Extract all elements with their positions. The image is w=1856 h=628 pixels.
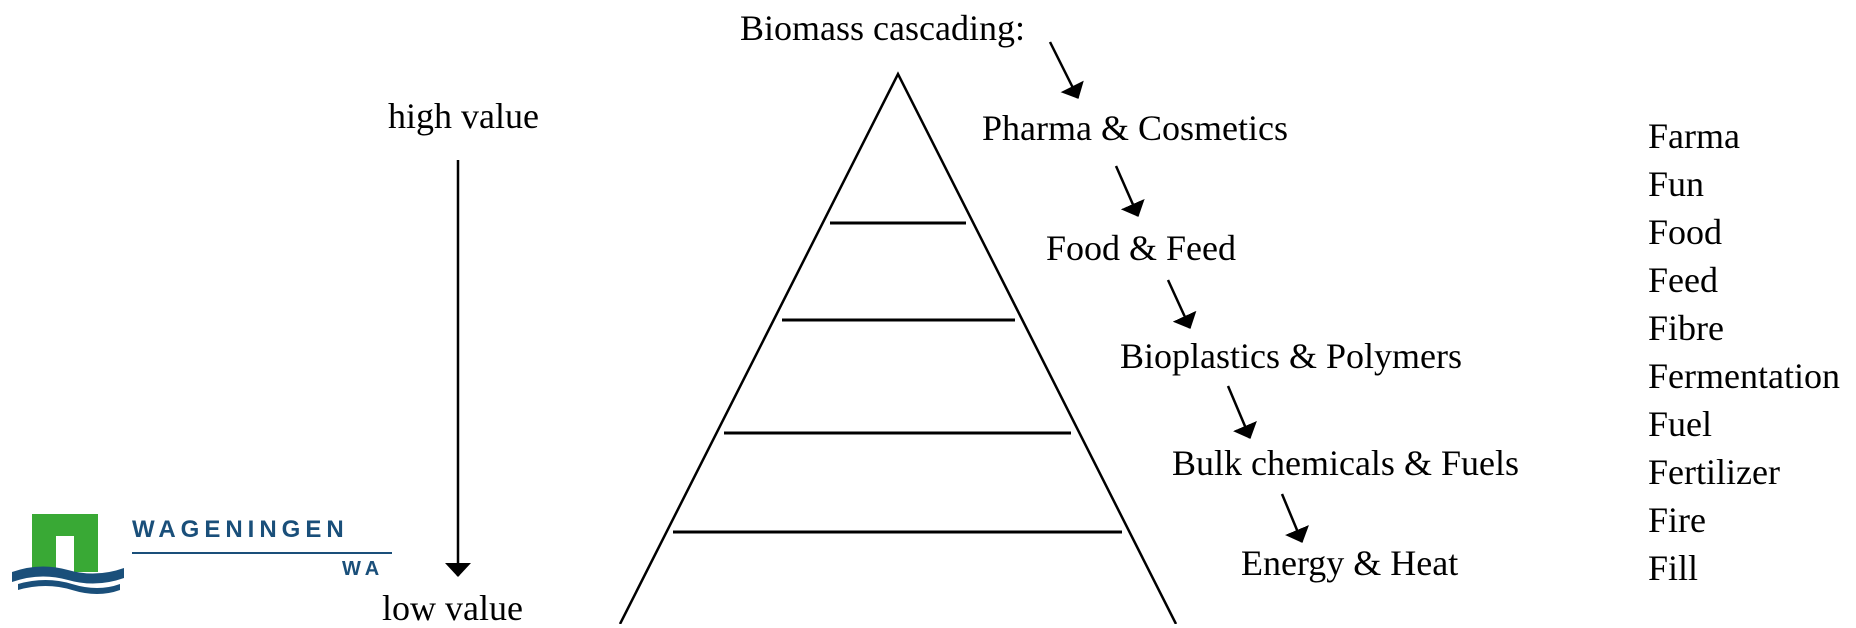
cascade-title: Biomass cascading: — [740, 8, 1025, 48]
f-word-item: Fire — [1648, 500, 1706, 540]
f-word-list: Farma Fun Food Feed Fibre Fermentation F… — [1648, 112, 1840, 592]
cascade-level-1: Pharma & Cosmetics — [982, 108, 1288, 148]
high-value-label: high value — [388, 96, 539, 136]
f-word-item: Farma — [1648, 116, 1740, 156]
f-word-item: Fuel — [1648, 404, 1713, 444]
f-word-item: Fermentation — [1648, 356, 1840, 396]
f-word-item: Food — [1648, 212, 1723, 252]
cascade-arrow-2 — [1114, 165, 1145, 217]
logo-divider — [132, 552, 392, 554]
f-word-item: Fill — [1648, 548, 1699, 588]
cascade-level-5: Energy & Heat — [1241, 543, 1459, 583]
f-word-item: Fun — [1648, 164, 1705, 204]
logo-wordmark: WAGENINGEN — [132, 516, 349, 543]
cascade-arrow-4 — [1226, 385, 1257, 439]
f-word-item: Feed — [1648, 260, 1718, 300]
logo-mark-icon — [12, 514, 124, 594]
pyramid-outline — [618, 71, 1178, 624]
wageningen-logo: WAGENINGEN WA — [12, 510, 392, 594]
cascade-level-3: Bioplastics & Polymers — [1120, 336, 1462, 376]
cascade-arrow-3 — [1166, 279, 1197, 329]
low-value-label: low value — [382, 588, 523, 628]
cascade-arrow-5 — [1280, 493, 1309, 543]
logo-subtitle: WA — [342, 558, 385, 580]
cascade-level-4: Bulk chemicals & Fuels — [1172, 443, 1519, 483]
f-word-item: Fibre — [1648, 308, 1724, 348]
cascade-level-2: Food & Feed — [1046, 228, 1237, 268]
cascade-arrow-1 — [1048, 41, 1084, 99]
f-word-item: Fertilizer — [1648, 452, 1780, 492]
